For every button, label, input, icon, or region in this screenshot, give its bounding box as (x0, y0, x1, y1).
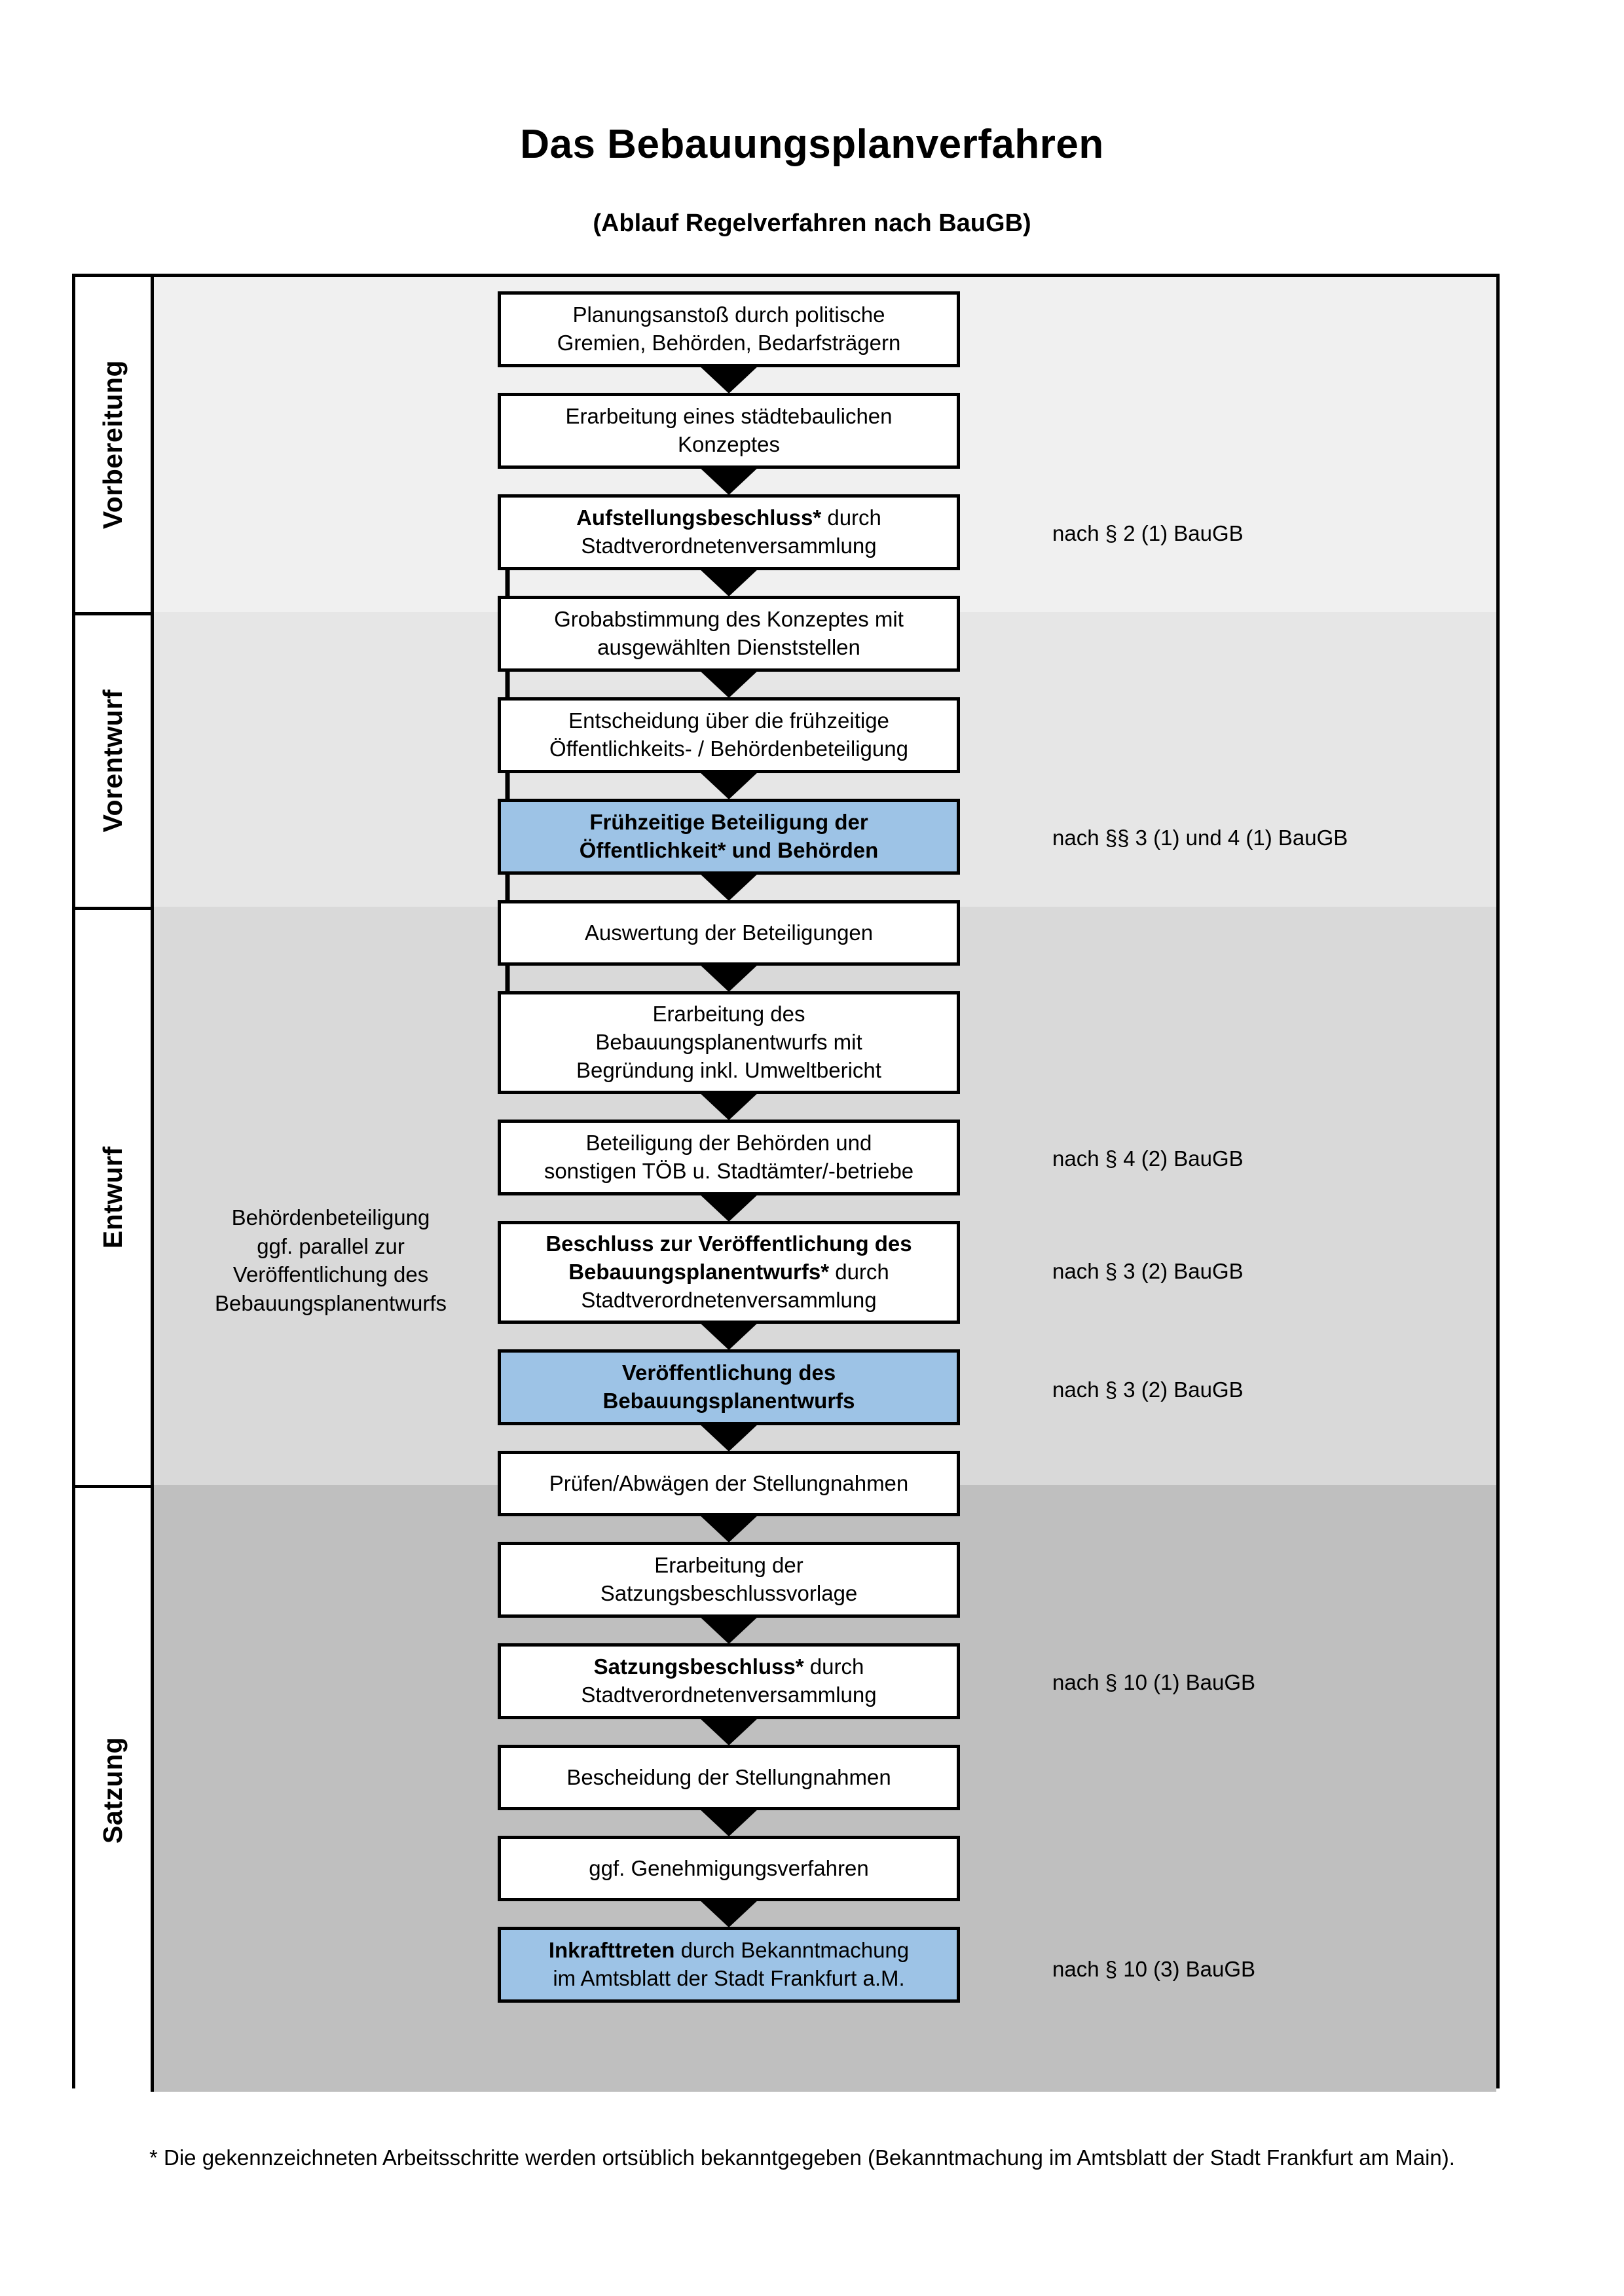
node-text: Planungsanstoß durch politische Gremien,… (557, 302, 901, 355)
node-text: ggf. Genehmigungsverfahren (589, 1855, 869, 1880)
phase-sidebar-entwurf: Entwurf (75, 907, 154, 1485)
legal-note-par10-1: nach § 10 (1) BauGB (1052, 1670, 1256, 1694)
node-grobabstimmung[interactable]: Grobabstimmung des Konzeptes mit ausgewä… (498, 596, 960, 672)
node-planungsanstoss[interactable]: Planungsanstoß durch politische Gremien,… (498, 291, 960, 367)
node-konzept[interactable]: Erarbeitung eines städtebaulichen Konzep… (498, 393, 960, 469)
legal-note-par10-3: nach § 10 (3) BauGB (1052, 1957, 1256, 1981)
arrow-down-9 (698, 1193, 760, 1222)
node-fruehzeitige-beteiligung[interactable]: Frühzeitige Beteiligung der Öffentlichke… (498, 799, 960, 875)
arrow-down-6 (698, 872, 760, 901)
node-beteiligung-behoerden[interactable]: Beteiligung der Behörden und sonstigen T… (498, 1120, 960, 1195)
side-note-behoerdenbeteiligung: Behördenbeteiligung ggf. parallel zur Ve… (214, 1205, 447, 1315)
legal-note-par4-2: nach § 4 (2) BauGB (1052, 1146, 1244, 1171)
arrow-down-11 (698, 1423, 760, 1451)
node-text: Erarbeitung des Bebauungsplanentwurfs mi… (576, 1002, 881, 1082)
arrow-down-10 (698, 1321, 760, 1350)
node-text: Satzungsbeschluss* durch Stadtverordnete… (581, 1654, 877, 1707)
phase-sidebar-vorentwurf: Vorentwurf (75, 612, 154, 907)
node-auswertung[interactable]: Auswertung der Beteiligungen (498, 900, 960, 966)
arrow-down-16 (698, 1899, 760, 1927)
node-pruefen-abwaegen[interactable]: Prüfen/Abwägen der Stellungnahmen (498, 1451, 960, 1516)
node-inkrafttreten[interactable]: Inkrafttreten durch Bekanntmachung im Am… (498, 1927, 960, 2003)
legal-note-par3-4-1: nach §§ 3 (1) und 4 (1) BauGB (1052, 826, 1348, 850)
node-bescheidung[interactable]: Bescheidung der Stellungnahmen (498, 1745, 960, 1810)
arrow-down-3 (698, 568, 760, 596)
node-text: Inkrafttreten durch Bekanntmachung im Am… (548, 1938, 910, 1990)
arrow-down-13 (698, 1615, 760, 1644)
legal-note-par3-2a: nach § 3 (2) BauGB (1052, 1259, 1244, 1283)
page-subtitle: (Ablauf Regelverfahren nach BauGB) (593, 210, 1031, 237)
node-satzungsvorlage[interactable]: Erarbeitung der Satzungsbeschlussvorlage (498, 1542, 960, 1618)
node-text: Frühzeitige Beteiligung der Öffentlichke… (579, 810, 879, 862)
node-text: Grobabstimmung des Konzeptes mit ausgewä… (554, 607, 904, 659)
node-text: Aufstellungsbeschluss* durch Stadtverord… (576, 505, 881, 558)
footnote: * Die gekennzeichneten Arbeitsschritte w… (149, 2145, 1455, 2170)
phase-sidebar-satzung: Satzung (75, 1485, 154, 2092)
arrow-down-4 (698, 669, 760, 698)
arrow-down-2 (698, 466, 760, 495)
legal-note-par3-2b: nach § 3 (2) BauGB (1052, 1377, 1244, 1402)
node-text: Erarbeitung der Satzungsbeschlussvorlage (600, 1553, 858, 1605)
arrow-down-7 (698, 963, 760, 992)
node-erarbeitung-entwurf[interactable]: Erarbeitung des Bebauungsplanentwurfs mi… (498, 991, 960, 1094)
arrow-down-1 (698, 365, 760, 393)
node-text: Prüfen/Abwägen der Stellungnahmen (549, 1470, 909, 1495)
page-title: Das Bebauungsplanverfahren (520, 122, 1104, 167)
arrow-down-14 (698, 1717, 760, 1745)
node-veroeffentlichung[interactable]: Veröffentlichung des Bebauungsplanentwur… (498, 1349, 960, 1425)
node-text: Auswertung der Beteiligungen (584, 920, 874, 945)
node-text: Beteiligung der Behörden und sonstigen T… (544, 1131, 914, 1183)
node-text: Entscheidung über die frühzeitige Öffent… (549, 708, 908, 761)
legal-note-par2-1: nach § 2 (1) BauGB (1052, 521, 1244, 545)
node-text: Beschluss zur Veröffentlichung des Bebau… (545, 1231, 912, 1312)
diagram-frame: Vorbereitung Vorentwurf Entwurf Satzung … (72, 274, 1500, 2092)
node-beschluss-veroeffentlichung[interactable]: Beschluss zur Veröffentlichung des Bebau… (498, 1221, 960, 1324)
node-aufstellungsbeschluss[interactable]: Aufstellungsbeschluss* durch Stadtverord… (498, 494, 960, 570)
node-satzungsbeschluss[interactable]: Satzungsbeschluss* durch Stadtverordnete… (498, 1643, 960, 1719)
node-text: Veröffentlichung des Bebauungsplanentwur… (602, 1360, 855, 1413)
arrow-down-5 (698, 771, 760, 799)
node-entscheidung-fruehzeitig[interactable]: Entscheidung über die frühzeitige Öffent… (498, 697, 960, 773)
node-genehmigungsverfahren[interactable]: ggf. Genehmigungsverfahren (498, 1836, 960, 1901)
arrow-down-12 (698, 1514, 760, 1542)
node-text: Erarbeitung eines städtebaulichen Konzep… (565, 404, 893, 456)
arrow-down-8 (698, 1091, 760, 1120)
phase-sidebar-vorbereitung: Vorbereitung (75, 277, 154, 612)
node-text: Bescheidung der Stellungnahmen (566, 1764, 891, 1789)
arrow-down-15 (698, 1808, 760, 1836)
